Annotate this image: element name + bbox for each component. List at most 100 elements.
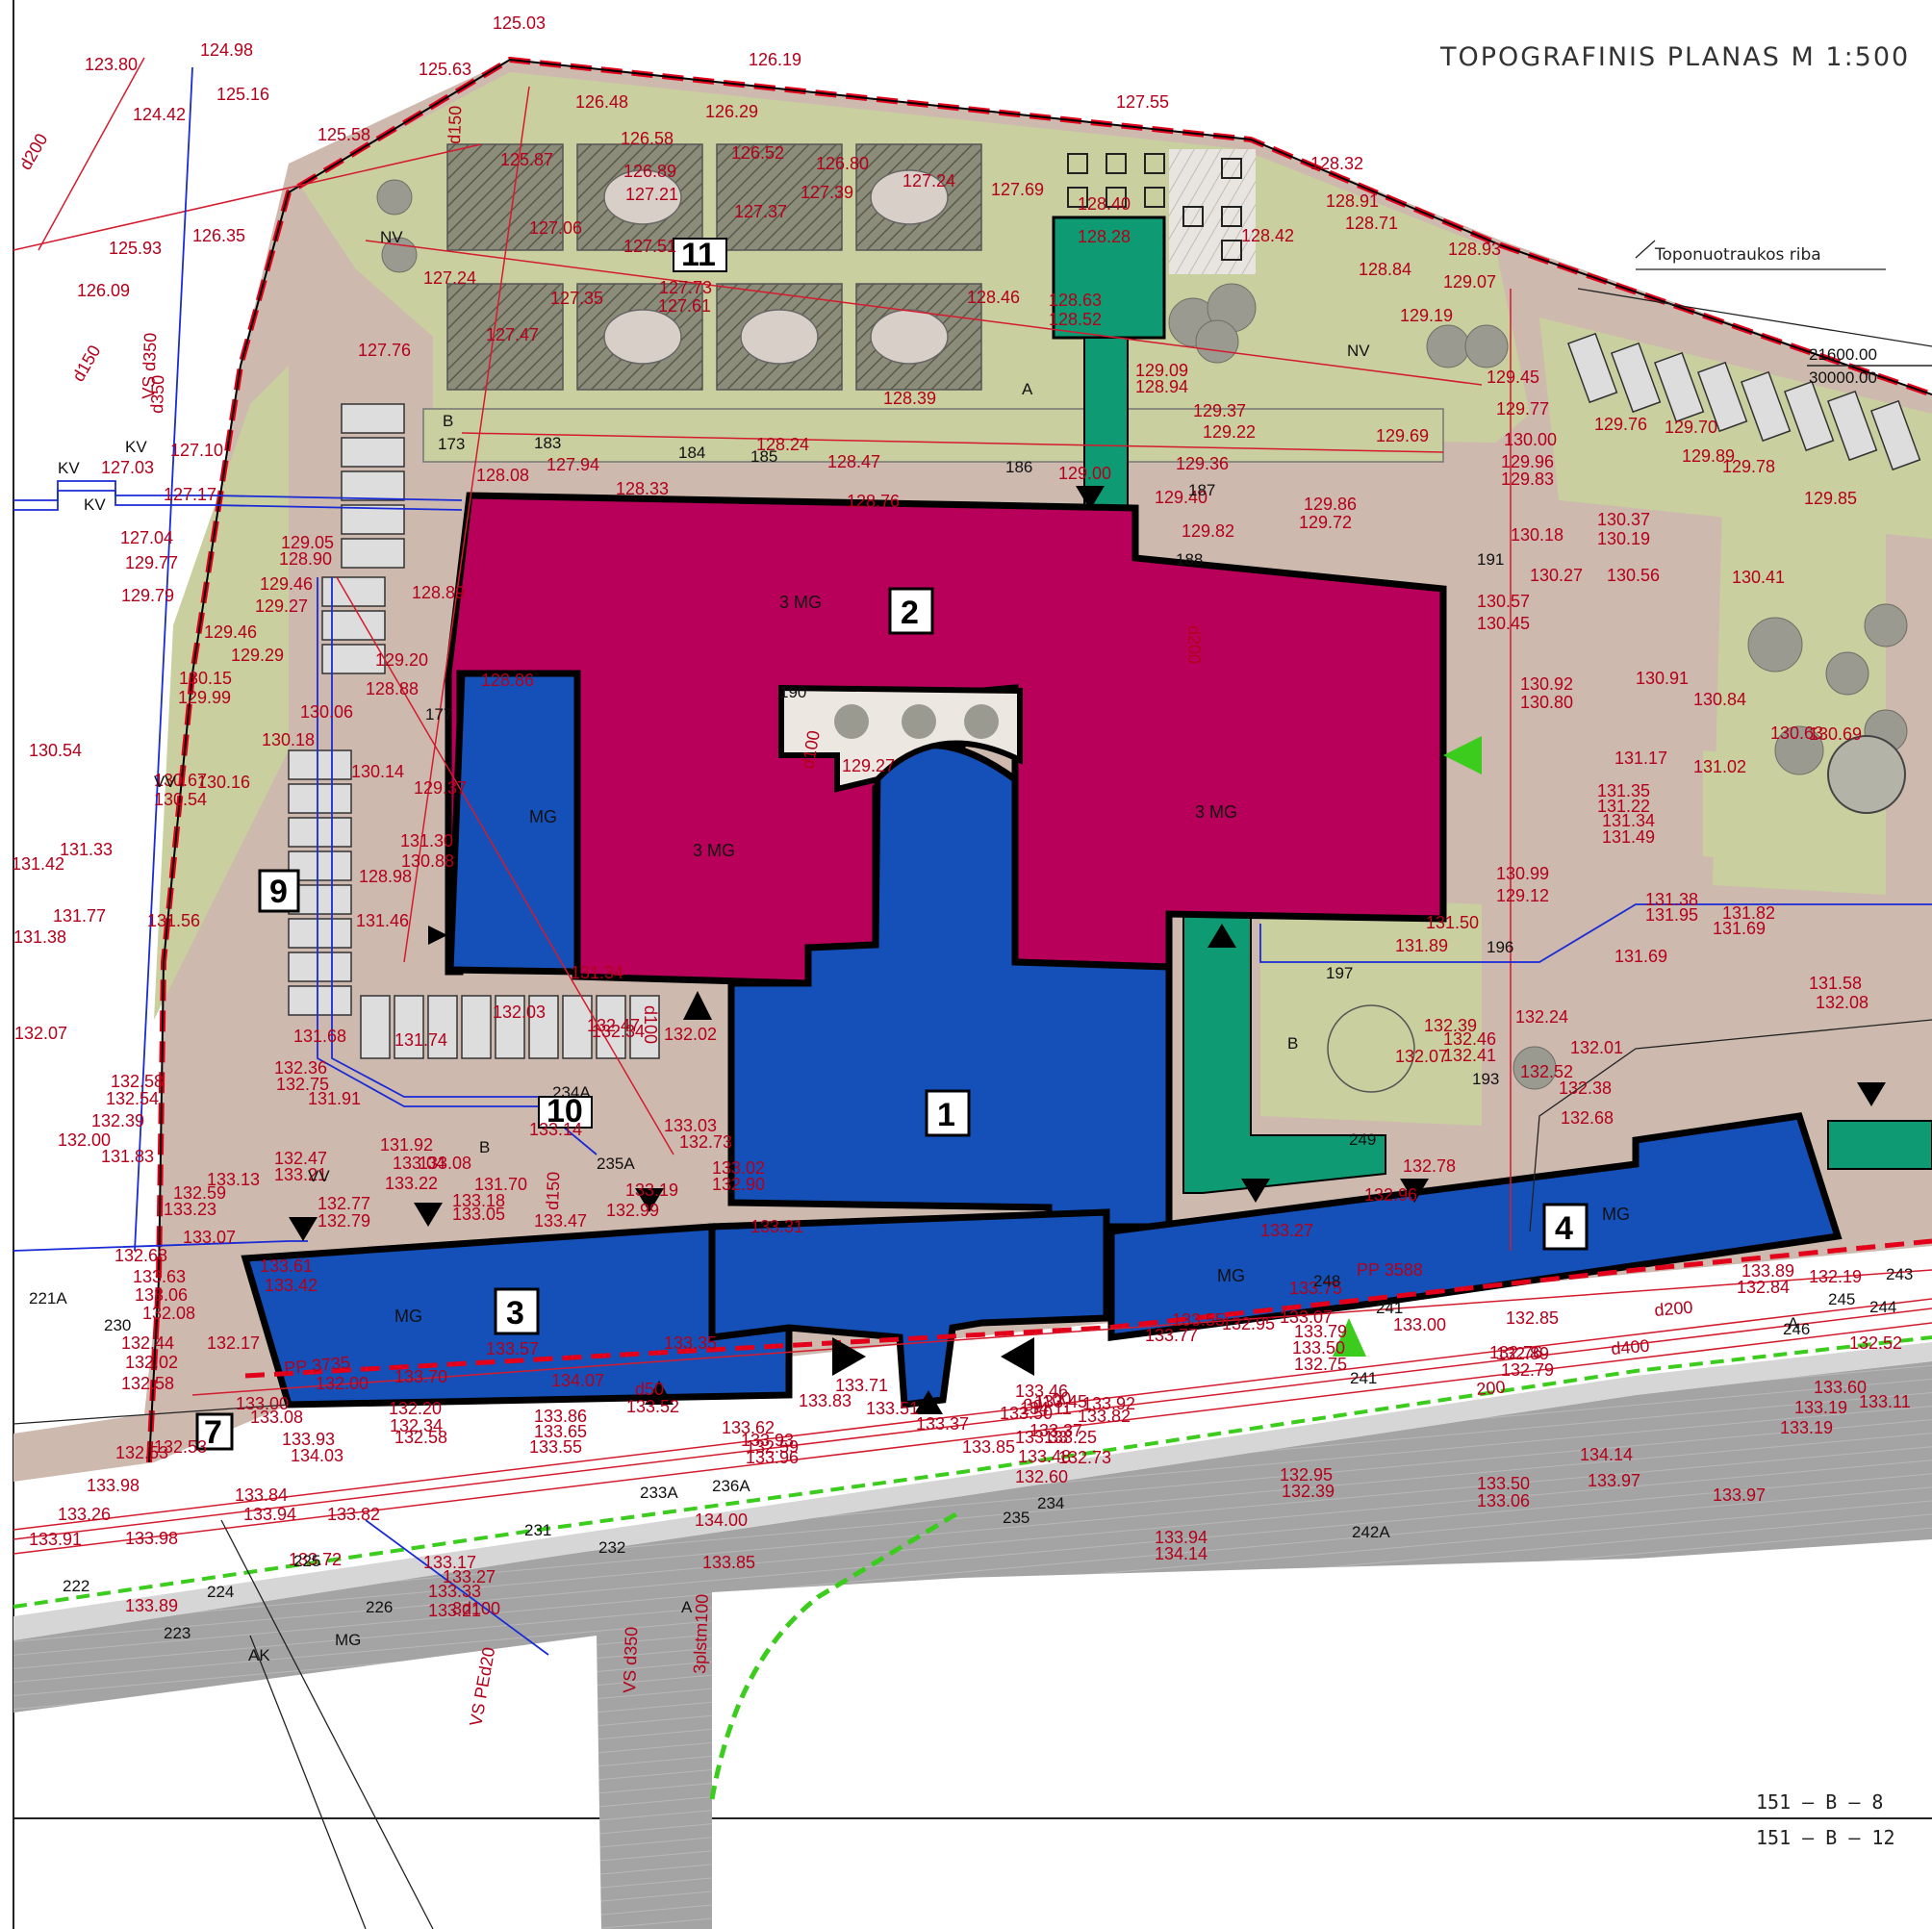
elevation-label-284: 134.14 (1155, 1544, 1208, 1563)
elevation-label-244: 133.08 (250, 1408, 303, 1427)
site-boundary-black (148, 58, 1932, 1463)
elevation-label-152: 132.01 (1570, 1038, 1623, 1057)
elevation-label-68: 129.86 (1304, 495, 1357, 514)
elevation-label-109: 131.17 (1614, 749, 1667, 768)
elevation-label-25: 127.37 (734, 202, 787, 221)
elevation-label-10: 126.09 (77, 281, 130, 300)
elevation-label-127: 131.77 (53, 906, 106, 926)
elevation-label-197: 133.75 (1289, 1279, 1342, 1298)
road-edge-green (13, 1335, 1932, 1609)
lawn-east-3 (1703, 750, 1828, 866)
elevation-label-142: 131.68 (293, 1027, 346, 1046)
elevation-label-55: 129.70 (1665, 418, 1717, 437)
elevation-label-51: 129.77 (1496, 399, 1549, 419)
utility-lines-red (13, 57, 1932, 1555)
elevation-label-115: 129.37 (414, 778, 467, 798)
elevation-label-240: 133.50 (1000, 1404, 1053, 1423)
elevation-label-278: 133.17 (423, 1553, 476, 1572)
letter-label-12: KV (58, 459, 80, 477)
elevation-label-160: 132.38 (1559, 1079, 1612, 1098)
elevation-label-11: 126.48 (575, 92, 628, 112)
elevation-label-266: 133.97 (1713, 1485, 1766, 1505)
point-label-34: 221A (29, 1289, 67, 1307)
entrance-arrows (289, 486, 1886, 1414)
elevation-label-149: 132.46 (1443, 1029, 1496, 1049)
elevation-label-5: 124.42 (133, 105, 186, 124)
south-boundary (244, 1238, 1932, 1379)
elevation-label-258: 134.03 (291, 1446, 343, 1465)
elevation-label-141: 132.07 (14, 1024, 67, 1043)
elevation-label-0: 123.80 (85, 55, 138, 74)
elevation-label-112: 130.54 (154, 790, 207, 809)
elevation-label-31: 128.71 (1345, 214, 1398, 233)
elevation-label-179: 133.13 (207, 1170, 260, 1189)
elevation-label-233: 133.86 (534, 1407, 587, 1426)
elevation-label-140: 132.08 (1816, 993, 1868, 1012)
elevation-label-236: 133.52 (626, 1397, 679, 1416)
elevation-label-251: 133.37 (1030, 1421, 1082, 1440)
elevation-label-107: 130.18 (262, 730, 315, 749)
building-9-number: 9 (269, 874, 288, 910)
elevation-label-285: 133.89 (125, 1596, 178, 1615)
building-4 (1107, 1112, 1843, 1341)
elevation-label-137: 131.89 (1395, 936, 1448, 955)
elevation-label-254: 132.39 (1282, 1482, 1335, 1501)
elevation-label-238: 133.51 (866, 1399, 919, 1418)
elevation-label-134: 131.69 (1713, 919, 1766, 938)
elevation-label-69: 129.72 (1299, 513, 1352, 532)
elevation-label-180: 131.70 (474, 1175, 527, 1194)
elevation-label-61: 129.96 (1501, 452, 1554, 471)
elevation-label-235: 133.55 (529, 1437, 582, 1457)
point-label-0: 173 (438, 435, 465, 453)
elevation-label-208: 132.85 (1506, 1308, 1559, 1328)
elevation-label-123: 130.88 (401, 851, 454, 871)
elevation-label-215: 133.50 (1292, 1338, 1345, 1358)
elevation-label-43: 127.76 (358, 341, 411, 360)
elevation-label-83: 129.05 (281, 533, 334, 552)
point-label-15: 241 (1376, 1299, 1403, 1317)
elevation-label-264: 134.14 (1580, 1445, 1633, 1464)
elevation-label-28: 128.40 (1078, 194, 1131, 214)
building-2-number: 2 (901, 595, 919, 631)
elevation-label-138: 131.69 (1614, 947, 1667, 966)
elevation-label-199: 132.84 (1737, 1278, 1790, 1297)
elevation-label-59: 128.47 (827, 452, 880, 471)
point-label-2: 184 (678, 444, 705, 462)
elevation-label-13: 126.58 (621, 129, 674, 148)
letter-label-10: VV (154, 773, 176, 791)
elevation-label-270: 133.82 (327, 1505, 380, 1524)
building-11-number: 11 (681, 237, 716, 273)
building-west-floors: MG (529, 807, 557, 826)
garden-ovals (603, 169, 949, 365)
elevation-label-120: 131.33 (60, 840, 113, 859)
elevation-label-103: 130.63 (1770, 723, 1823, 743)
elevation-label-228: 133.60 (1814, 1378, 1867, 1397)
building-4-number: 4 (1555, 1210, 1573, 1247)
pipe-label-14: VS d350 (620, 1626, 641, 1693)
elevation-label-172: 133.22 (385, 1174, 438, 1193)
elevation-label-239: 133.37 (916, 1414, 969, 1434)
coordinate-y: 30000.00 (1809, 368, 1877, 387)
elevation-label-143: 131.74 (394, 1030, 447, 1050)
elevation-label-151: 132.24 (1515, 1007, 1568, 1027)
building-1-south-wing (708, 1208, 1110, 1409)
elevation-label-48: 129.45 (1487, 368, 1539, 387)
elevation-label-125: 130.99 (1496, 864, 1549, 883)
lawn-west (154, 366, 289, 1020)
elevation-label-66: 128.76 (847, 492, 900, 511)
elevation-label-6: 125.16 (216, 85, 269, 104)
point-label-27: 232 (598, 1538, 625, 1557)
elevation-label-130: 131.50 (1426, 913, 1479, 932)
pipe-label-10: 3d100 (452, 1599, 500, 1618)
green-corridor (1083, 337, 1129, 507)
point-label-3: 185 (750, 447, 777, 466)
point-label-12: 177 (425, 705, 452, 723)
elevation-label-163: 131.83 (101, 1147, 154, 1166)
elevation-label-39: 128.63 (1049, 291, 1102, 310)
elevation-label-148: 132.39 (1424, 1016, 1477, 1035)
elevation-label-225: 133.71 (835, 1376, 888, 1395)
elevation-label-114: 130.14 (351, 762, 404, 781)
elevation-label-187: 132.79 (318, 1211, 370, 1231)
elevation-label-227: 133.45 (1034, 1392, 1087, 1411)
